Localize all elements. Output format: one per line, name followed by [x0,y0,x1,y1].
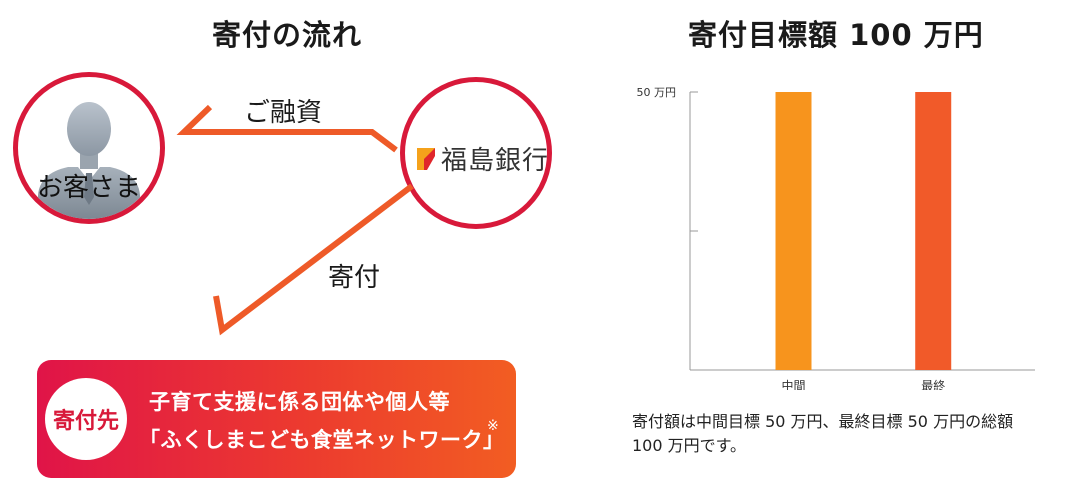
loan-label: ご融資 [244,98,323,128]
bank-logo-mark-icon [417,147,435,170]
person-icon [38,102,140,219]
destination-note-mark: ※ [487,418,499,434]
bar-2 [915,92,952,370]
customer-circle: お客さま [13,72,165,224]
destination-badge: 寄付先 [45,378,127,460]
x-tick-label: 中間 [781,378,805,390]
flow-arrows [176,104,414,336]
x-tick-label: 最終 [921,378,945,390]
destination-line1: 子育て支援に係る団体や個人等 [149,390,450,414]
flow-title: 寄付の流れ [212,18,363,52]
donation-arrow [213,183,414,336]
destination-line2: 「ふくしまこども食堂ネットワーク」 [139,428,505,452]
bar-1 [775,92,812,370]
customer-label: お客さま [36,173,141,203]
bank-name: 福島銀行 [441,146,550,176]
goal-description-line2: 100 万円です。 [632,436,747,455]
goal-title: 寄付目標額 100 万円 [688,18,984,52]
goal-description: 寄付額は中間目標 50 万円、最終目標 50 万円の総額 100 万円です。 [632,410,1062,458]
goal-description-line1: 寄付額は中間目標 50 万円、最終目標 50 万円の総額 [632,412,1014,431]
donation-destination-box: 寄付先 子育て支援に係る団体や個人等 「ふくしまこども食堂ネットワーク」 ※ [37,360,516,478]
y-tick-label: 50 万円 [637,86,677,99]
bank-logo: 福島銀行 [415,140,550,177]
donation-label: 寄付 [328,263,381,293]
bank-circle: 福島銀行 [400,77,552,229]
loan-arrow [176,104,398,153]
